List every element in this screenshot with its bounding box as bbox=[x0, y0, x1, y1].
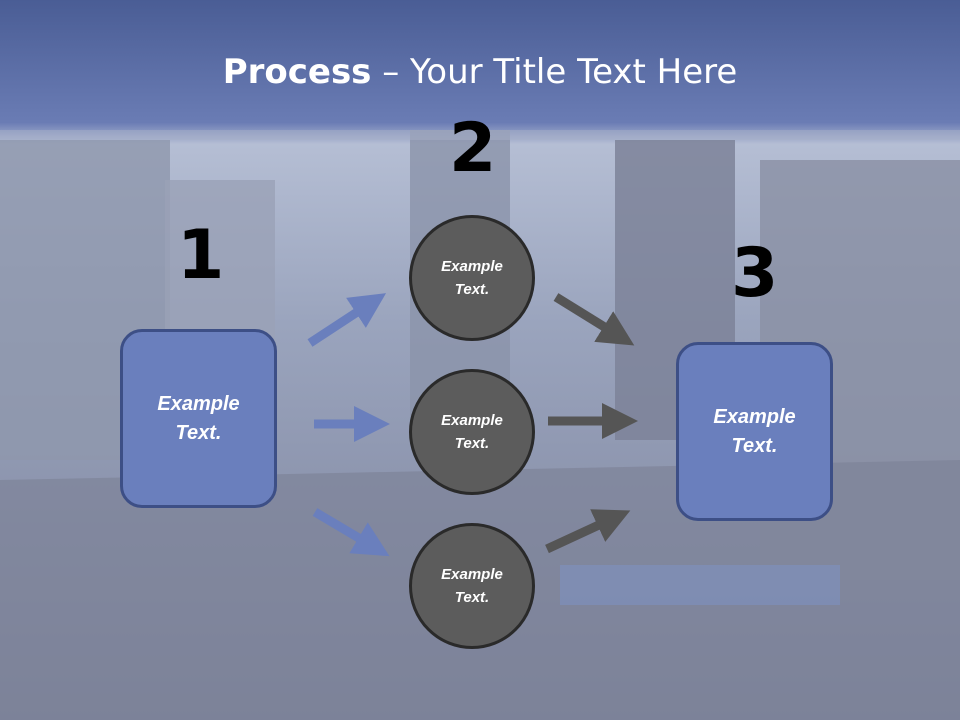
circle-2-label: Example Text. bbox=[441, 411, 503, 452]
arrow-from-circle-3 bbox=[545, 509, 631, 554]
step-3-label: Example Text. bbox=[713, 405, 796, 457]
step-1-label: Example Text. bbox=[157, 392, 240, 444]
step-3-box: Example Text. bbox=[676, 342, 833, 521]
step-number-3: 3 bbox=[731, 234, 779, 313]
circle-3-label: Example Text. bbox=[441, 565, 503, 606]
step-number-2: 2 bbox=[449, 109, 497, 188]
step-2-circle-3: Example Text. bbox=[409, 523, 535, 649]
title-rest: – Your Title Text Here bbox=[371, 52, 738, 92]
circle-1-label: Example Text. bbox=[441, 257, 503, 298]
arrow-to-circle-1 bbox=[307, 293, 387, 347]
step-1-box: Example Text. bbox=[120, 329, 277, 508]
step-2-circle-2: Example Text. bbox=[409, 369, 535, 495]
step-number-1: 1 bbox=[177, 216, 225, 295]
arrow-from-circle-1 bbox=[553, 293, 635, 346]
step-2-circle-1: Example Text. bbox=[409, 215, 535, 341]
arrow-to-circle-3-blue bbox=[312, 508, 390, 557]
title-bold: Process bbox=[222, 52, 372, 92]
slide-title: Process – Your Title Text Here bbox=[0, 52, 960, 92]
